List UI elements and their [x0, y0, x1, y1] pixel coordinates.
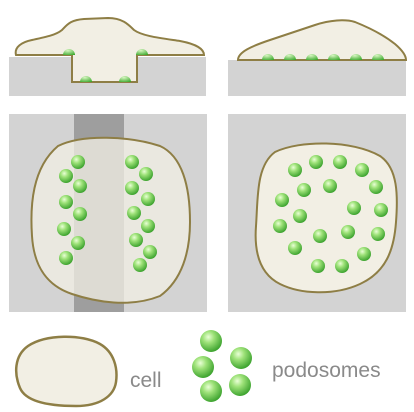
podosome [59, 169, 73, 183]
top-view-flat-panel [228, 114, 406, 312]
podosome [293, 209, 307, 223]
podosome [71, 236, 85, 250]
podosome [73, 179, 87, 193]
podosome [127, 206, 141, 220]
podosome [275, 193, 289, 207]
podosome [141, 192, 155, 206]
podosome [357, 247, 371, 261]
legend-cell-label: cell [130, 370, 162, 391]
podosome [288, 241, 302, 255]
podosome [333, 155, 347, 169]
podosome [133, 258, 147, 272]
cell-legend-icon [16, 337, 116, 406]
podosome [129, 233, 143, 247]
podosome [71, 155, 85, 169]
podosome [230, 347, 252, 369]
podosome [200, 330, 222, 352]
legend-podosomes-label: podosomes [272, 360, 381, 381]
podosome [323, 179, 337, 193]
podosome [355, 163, 369, 177]
podosome [273, 219, 287, 233]
podosome [143, 245, 157, 259]
cell-side-view-flat [238, 20, 406, 60]
podosome [374, 203, 388, 217]
podosome [309, 155, 323, 169]
side-view-groove-panel [9, 18, 206, 96]
podosome [297, 183, 311, 197]
substrate-flat [228, 60, 406, 96]
podosome [311, 259, 325, 273]
podosome [371, 227, 385, 241]
podosome [59, 195, 73, 209]
podosome [57, 222, 71, 236]
podosome [335, 259, 349, 273]
podosome [73, 207, 87, 221]
cell-top-view-flat [256, 143, 397, 292]
podosome [229, 374, 251, 396]
podosome [141, 219, 155, 233]
podosome [125, 181, 139, 195]
podosomes-legend-icon [192, 330, 252, 402]
podosome [347, 201, 361, 215]
podosome [341, 225, 355, 239]
podosome [288, 163, 302, 177]
podosome [139, 167, 153, 181]
legend [16, 330, 252, 406]
podosome [59, 251, 73, 265]
cell-top-view-groove [31, 138, 190, 303]
podosome [369, 180, 383, 194]
side-view-flat-panel [228, 20, 406, 96]
podosome [192, 356, 214, 378]
podosome [200, 380, 222, 402]
top-view-groove-panel [9, 114, 207, 312]
podosome [313, 229, 327, 243]
podosome [125, 155, 139, 169]
